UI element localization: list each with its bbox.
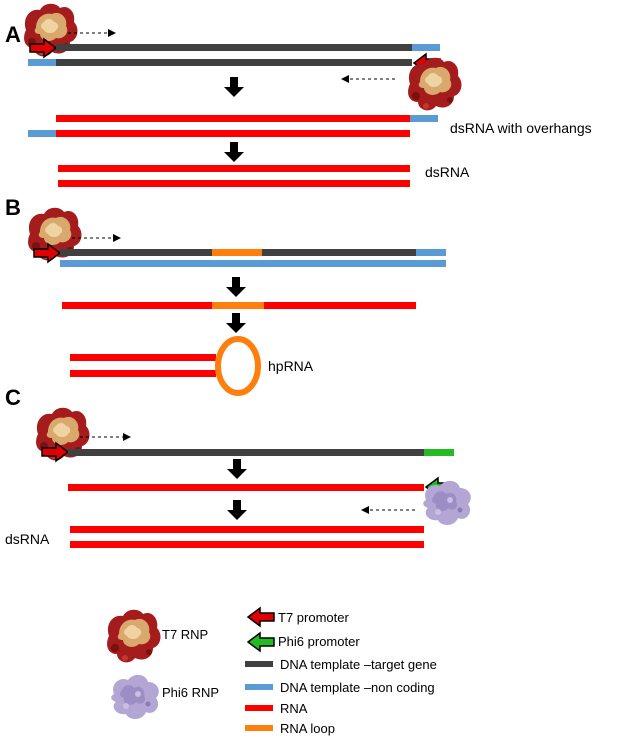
dna-target-strand xyxy=(60,249,212,256)
rna-strand xyxy=(70,526,424,533)
legend-dna-target: DNA template –target gene xyxy=(280,657,437,672)
rna-strand xyxy=(70,370,216,377)
rna-strand xyxy=(264,302,416,309)
rna-strand xyxy=(68,484,424,491)
down-arrow-icon xyxy=(226,277,246,297)
dna-noncoding-strand xyxy=(28,130,56,137)
dna-target-strand xyxy=(68,449,424,456)
legend-swatch-dna-noncoding xyxy=(245,684,273,690)
rna-strand xyxy=(70,541,424,548)
legend-t7-promoter: T7 promoter xyxy=(278,610,349,625)
rna-strand xyxy=(58,165,410,172)
dna-loop-segment xyxy=(212,249,262,256)
dna-target-strand xyxy=(56,44,412,51)
legend-phi6-promoter: Phi6 promoter xyxy=(278,634,360,649)
rna-loop-segment xyxy=(212,302,264,309)
t7-rnp-icon xyxy=(107,609,161,663)
legend-rna-loop: RNA loop xyxy=(280,721,335,736)
legend: T7 RNP Phi6 RNP T7 promoter Phi6 promote… xyxy=(107,607,437,736)
legend-t7-rnp: T7 RNP xyxy=(162,627,208,642)
rna-strand xyxy=(56,115,410,122)
legend-dna-noncoding: DNA template –non coding xyxy=(280,680,435,695)
panel-label-c: C xyxy=(5,385,21,410)
phi6-rnp-icon xyxy=(423,480,471,525)
label-dsrna-overhangs: dsRNA with overhangs xyxy=(450,120,592,136)
rna-strand xyxy=(62,302,212,309)
dna-noncoding-strand xyxy=(412,44,440,51)
legend-swatch-dna-target xyxy=(245,661,273,667)
dna-noncoding-strand xyxy=(60,260,446,267)
rna-strand xyxy=(70,354,216,361)
down-arrow-icon xyxy=(224,77,244,97)
down-arrow-icon xyxy=(227,459,247,479)
down-arrow-icon xyxy=(226,313,246,333)
legend-rna: RNA xyxy=(280,701,308,716)
down-arrow-icon xyxy=(224,142,244,162)
t7-promoter-icon xyxy=(247,607,275,627)
rna-strand xyxy=(56,130,410,137)
rna-strand xyxy=(58,180,410,187)
legend-phi6-rnp: Phi6 RNP xyxy=(162,685,219,700)
label-dsrna: dsRNA xyxy=(425,164,470,180)
t7-rnp-icon xyxy=(408,57,462,111)
phi6-promoter-segment xyxy=(424,449,454,456)
phi6-rnp-icon xyxy=(111,674,159,719)
dna-noncoding-strand xyxy=(416,249,446,256)
down-arrow-icon xyxy=(227,500,247,520)
dna-noncoding-strand xyxy=(28,59,56,66)
panel-label-a: A xyxy=(5,22,21,47)
hairpin-loop xyxy=(215,336,261,396)
panel-label-b: B xyxy=(5,195,21,220)
label-dsrna: dsRNA xyxy=(5,531,50,547)
label-hprna: hpRNA xyxy=(268,358,314,374)
dna-target-strand xyxy=(56,59,412,66)
dna-noncoding-strand xyxy=(410,115,438,122)
legend-swatch-rna xyxy=(245,705,273,711)
dna-target-strand xyxy=(262,249,416,256)
phi6-promoter-icon xyxy=(247,632,275,652)
legend-swatch-rna-loop xyxy=(245,725,273,731)
